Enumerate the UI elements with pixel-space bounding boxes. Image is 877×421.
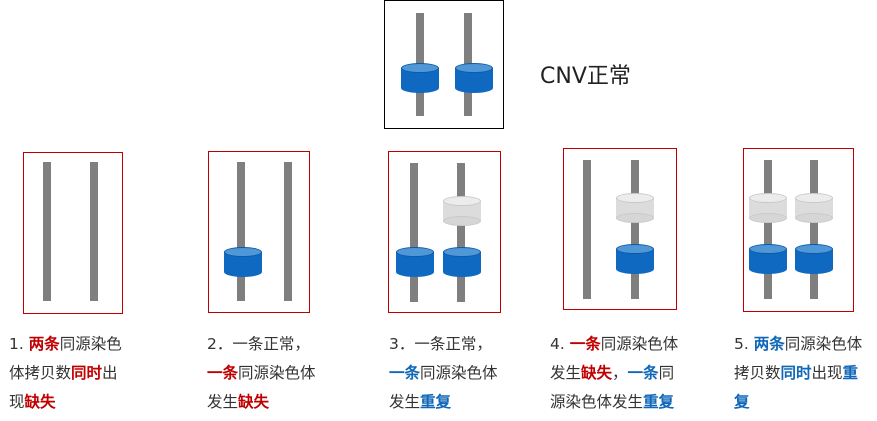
caption-segment: 1. xyxy=(9,335,29,353)
caption-line: 一条同源染色体 xyxy=(389,359,498,388)
caption-segment: 4. xyxy=(550,335,570,353)
caption-segment: 同源染色体 xyxy=(238,364,316,382)
caption-segment: 5. xyxy=(734,335,754,353)
copy-segment-right xyxy=(443,247,481,277)
case-4-caption: 4. 一条同源染色体发生缺失，一条同源染色体发生重复 xyxy=(550,330,678,417)
caption-segment: 一条 xyxy=(569,335,601,353)
caption-line: 发生缺失，一条同 xyxy=(550,359,678,388)
caption-segment: 同 xyxy=(658,364,675,382)
caption-line: 2．一条正常， xyxy=(207,330,316,359)
case-2-caption: 2．一条正常，一条同源染色体发生缺失 xyxy=(207,330,316,417)
case-2-panel xyxy=(208,151,310,313)
case-5-panel xyxy=(743,148,854,312)
chromosome-left xyxy=(43,162,51,301)
normal-cnv-label: CNV正常 xyxy=(540,64,631,89)
duplicate-segment-left xyxy=(749,193,787,223)
caption-segment: 出现 xyxy=(811,364,843,382)
caption-segment: 现 xyxy=(9,393,25,411)
copy-segment-left xyxy=(749,244,787,274)
caption-segment: 重 xyxy=(842,364,859,382)
duplicate-segment-right xyxy=(795,193,833,223)
caption-segment: 缺失 xyxy=(581,364,613,382)
caption-segment: 一条 xyxy=(207,364,239,382)
chromosome-right xyxy=(457,163,465,302)
caption-segment: 一条 xyxy=(389,364,421,382)
duplicate-segment-right xyxy=(616,193,654,223)
caption-segment: 同源染色体 xyxy=(784,335,863,353)
caption-line: 4. 一条同源染色体 xyxy=(550,330,678,359)
caption-segment: ， xyxy=(612,364,628,382)
case-4-panel xyxy=(563,148,677,310)
caption-line: 一条同源染色体 xyxy=(207,359,316,388)
caption-line: 源染色体发生重复 xyxy=(550,388,678,417)
caption-line: 发生重复 xyxy=(389,388,498,417)
caption-segment: 一条 xyxy=(627,364,659,382)
case-3-caption: 3．一条正常，一条同源染色体发生重复 xyxy=(389,330,498,417)
caption-segment: 同时 xyxy=(780,364,812,382)
caption-segment: 重复 xyxy=(643,393,675,411)
chromosome-right xyxy=(631,160,639,299)
chromosome-left xyxy=(410,163,418,302)
caption-segment: 同源染色 xyxy=(59,335,122,353)
caption-line: 5. 两条同源染色体 xyxy=(734,330,862,359)
caption-line: 发生缺失 xyxy=(207,388,316,417)
normal-cnv-panel xyxy=(384,0,504,129)
chromosome-right xyxy=(90,162,98,301)
caption-line: 体拷贝数同时出 xyxy=(9,359,122,388)
caption-segment: 同源染色体 xyxy=(600,335,679,353)
caption-segment: 两条 xyxy=(28,335,60,353)
chromosome-right xyxy=(810,160,818,299)
caption-segment: 出 xyxy=(102,364,118,382)
case-5-caption: 5. 两条同源染色体拷贝数同时出现重复 xyxy=(734,330,862,417)
caption-segment: 两条 xyxy=(753,335,785,353)
copy-segment-left xyxy=(224,247,262,277)
caption-segment: 缺失 xyxy=(24,393,56,411)
caption-segment: 发生 xyxy=(389,393,421,411)
chromosome-left xyxy=(764,160,772,299)
caption-line: 3．一条正常， xyxy=(389,330,498,359)
caption-segment: 发生 xyxy=(550,364,582,382)
caption-line: 现缺失 xyxy=(9,388,122,417)
copy-segment-left xyxy=(401,63,439,93)
chromosome-left xyxy=(237,162,245,301)
caption-segment: 2．一条正常， xyxy=(207,335,310,353)
duplicate-segment-right xyxy=(443,196,481,226)
caption-line: 拷贝数同时出现重 xyxy=(734,359,862,388)
caption-line: 1. 两条同源染色 xyxy=(9,330,122,359)
caption-segment: 同时 xyxy=(71,364,103,382)
caption-segment: 复 xyxy=(734,393,750,411)
caption-segment: 3．一条正常， xyxy=(389,335,492,353)
case-1-panel xyxy=(23,152,123,314)
chromosome-right xyxy=(284,162,292,301)
copy-segment-left xyxy=(396,247,434,277)
caption-segment: 缺失 xyxy=(238,393,270,411)
chromosome-left xyxy=(583,160,591,299)
caption-segment: 同源染色体 xyxy=(420,364,498,382)
caption-segment: 重复 xyxy=(420,393,452,411)
caption-segment: 发生 xyxy=(207,393,239,411)
caption-segment: 体拷贝数 xyxy=(9,364,72,382)
copy-segment-right xyxy=(616,244,654,274)
case-1-caption: 1. 两条同源染色体拷贝数同时出现缺失 xyxy=(9,330,122,417)
copy-segment-right xyxy=(455,63,493,93)
case-3-panel xyxy=(388,151,501,313)
caption-segment: 拷贝数 xyxy=(734,364,781,382)
caption-segment: 源染色体发生 xyxy=(550,393,644,411)
copy-segment-right xyxy=(795,244,833,274)
caption-line: 复 xyxy=(734,388,862,417)
